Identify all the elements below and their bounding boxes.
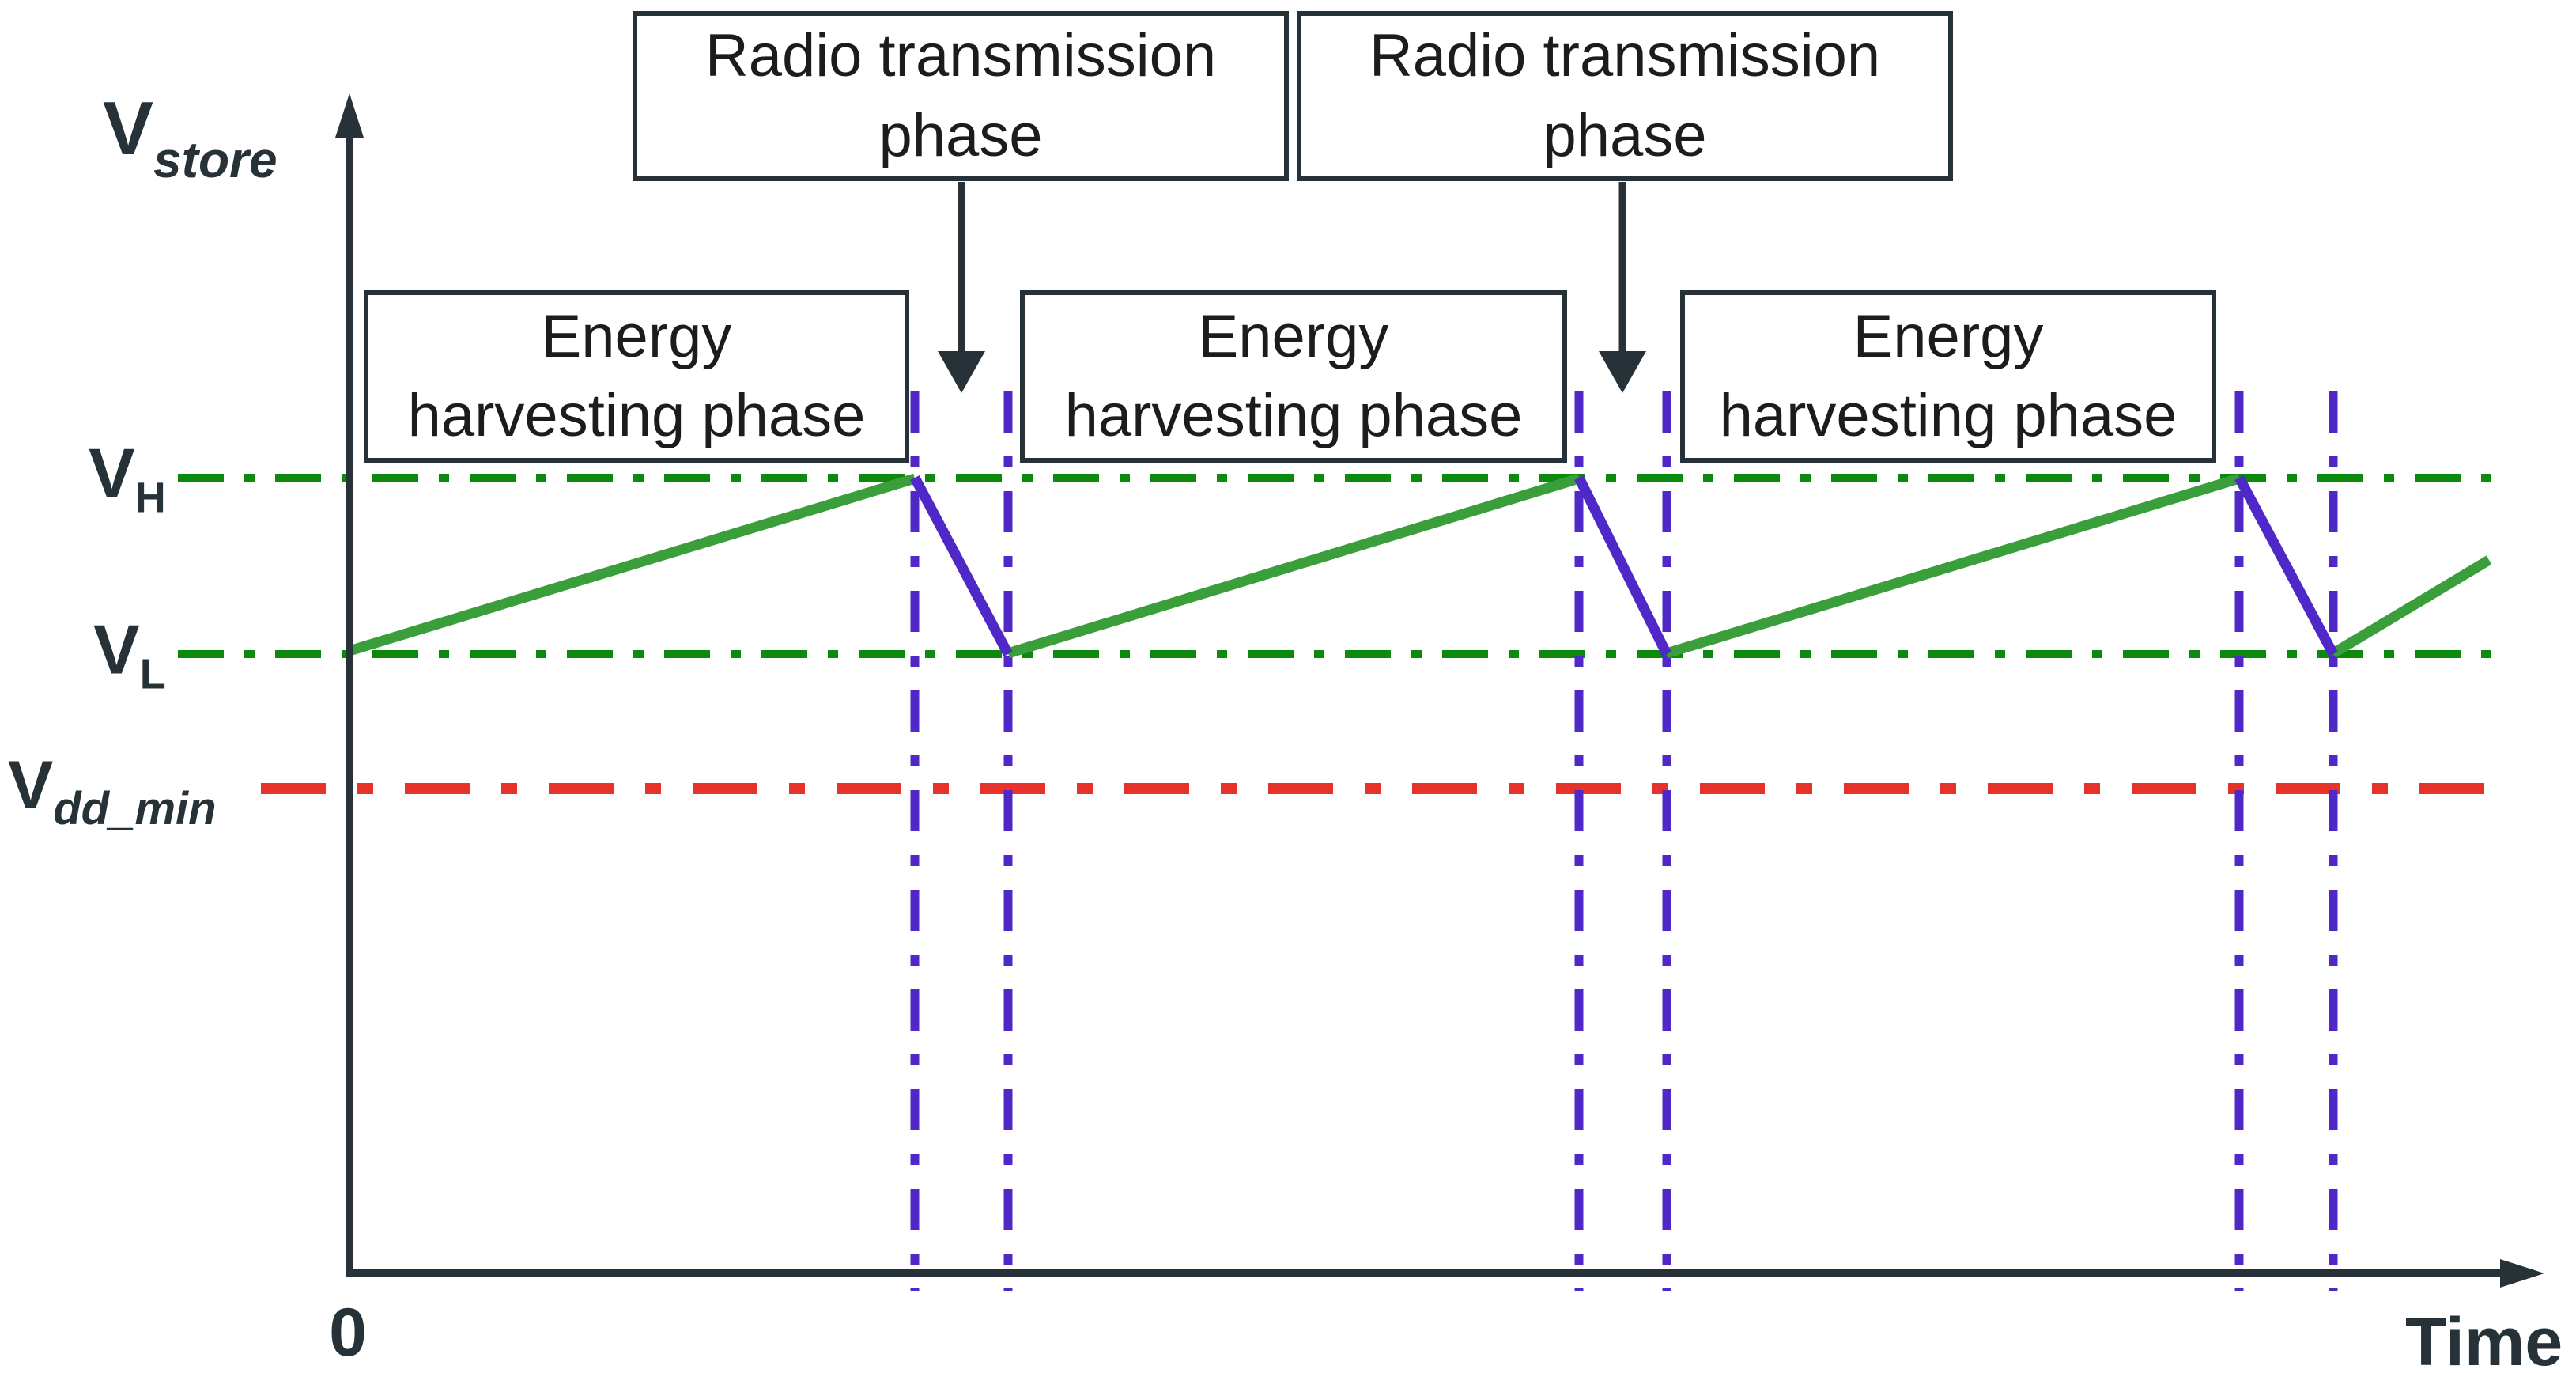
radio-annotation-arrow-2 [1599, 182, 1646, 393]
transmit-drop-segments [910, 475, 2338, 657]
vh-label: VH [89, 433, 166, 523]
energy-harvesting-box-3: Energy harvesting phase [1680, 290, 2216, 463]
x-axis-title: Time [2405, 1304, 2563, 1373]
y-axis [335, 93, 364, 1277]
y-axis-title: Vstore [103, 85, 278, 189]
vdd-min-label: Vdd_min [8, 747, 217, 835]
transmission-window-markers [910, 391, 2338, 1291]
radio-annotation-arrow-1 [938, 182, 985, 393]
vh-label-sub: H [134, 474, 166, 522]
y-axis-title-base: V [103, 86, 154, 171]
vl-label: VL [93, 610, 166, 699]
harvest-rise-segments [350, 473, 2492, 659]
y-axis-title-sub: store [153, 130, 278, 188]
energy-harvesting-box-1: Energy harvesting phase [364, 290, 909, 463]
vdd-min-label-sub: dd_min [53, 783, 217, 835]
x-axis [346, 1259, 2544, 1288]
vl-label-base: V [93, 610, 140, 689]
vh-label-base: V [89, 433, 135, 513]
energy-harvesting-box-2: Energy harvesting phase [1020, 290, 1567, 463]
vl-label-sub: L [139, 650, 166, 698]
vdd-min-label-base: V [8, 747, 54, 823]
radio-transmission-box-2: Radio transmission phase [1297, 11, 1953, 181]
radio-transmission-box-1: Radio transmission phase [633, 11, 1289, 181]
origin-tick-label: 0 [329, 1295, 367, 1371]
